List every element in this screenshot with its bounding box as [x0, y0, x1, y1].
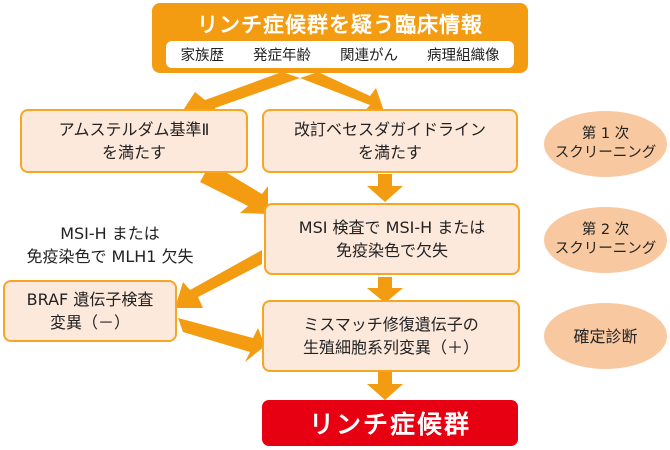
msi-test-box: MSI 検査で MSI-H または 免疫染色で欠失: [264, 203, 520, 275]
amsterdam-line2: を満たす: [101, 143, 166, 162]
stage-second-screening: 第 2 次 スクリーニング: [544, 207, 667, 273]
arrow-bethesda-to-msi: [367, 174, 403, 202]
item-histopathology: 病理組織像: [427, 48, 500, 64]
header-title: リンチ症候群を疑う臨床情報: [197, 13, 483, 37]
mmr-line1: ミスマッチ修復遺伝子の: [303, 315, 479, 334]
arrow-amsterdam-to-msi: [200, 170, 268, 214]
stage2-line2: スクリーニング: [554, 241, 657, 257]
clinical-info-header: リンチ症候群を疑う臨床情報 家族歴 発症年齢 関連がん 病理組織像: [152, 3, 528, 73]
amsterdam-line1: アムステルダム基準Ⅱ: [58, 120, 210, 139]
stage-first-screening: 第 1 次 スクリーニング: [544, 111, 667, 177]
arrow-msi-to-mmr: [367, 277, 403, 303]
item-family-history: 家族歴: [180, 48, 225, 64]
item-onset-age: 発症年齢: [253, 48, 311, 64]
braf-line1: BRAF 遺伝子検査: [26, 290, 154, 309]
bethesda-line1: 改訂ベセスダガイドライン: [293, 120, 486, 139]
stage1-line1: 第 1 次: [581, 126, 630, 142]
stage2-line1: 第 2 次: [581, 222, 630, 238]
arrow-header-to-bethesda: [300, 72, 385, 114]
stage-definitive-diagnosis: 確定診断: [544, 303, 667, 369]
bethesda-guidelines-box: 改訂ベセスダガイドライン を満たす: [262, 109, 518, 173]
item-related-cancer: 関連がん: [340, 48, 398, 64]
msi-test-line1: MSI 検査で MSI-H または: [298, 218, 486, 237]
lynch-syndrome-result: リンチ症候群: [262, 400, 518, 446]
braf-test-box: BRAF 遺伝子検査 変異（－）: [3, 280, 177, 342]
stage1-line2: スクリーニング: [554, 145, 657, 161]
side-label-line2: 免疫染色で MLH1 欠失: [26, 247, 194, 266]
side-label-line1: MSI-H または: [60, 224, 160, 243]
stage3-label: 確定診断: [573, 326, 638, 346]
mmr-gene-box: ミスマッチ修復遺伝子の 生殖細胞系列変異（＋）: [262, 300, 520, 372]
msi-test-line2: 免疫染色で欠失: [335, 241, 448, 260]
msi-h-mlh1-label: MSI-H または 免疫染色で MLH1 欠失: [0, 222, 220, 268]
bethesda-line2: を満たす: [357, 143, 422, 162]
braf-line2: 変異（－）: [49, 313, 130, 332]
amsterdam-criteria-box: アムステルダム基準Ⅱ を満たす: [20, 109, 248, 173]
arrow-header-to-amsterdam: [178, 72, 300, 118]
arrow-braf-to-mmr: [178, 318, 265, 362]
arrow-msi-to-braf: [175, 250, 262, 308]
clinical-info-items: 家族歴 発症年齢 関連がん 病理組織像: [166, 41, 514, 68]
mmr-line2: 生殖細胞系列変異（＋）: [302, 338, 479, 357]
arrow-mmr-to-result: [367, 372, 403, 400]
